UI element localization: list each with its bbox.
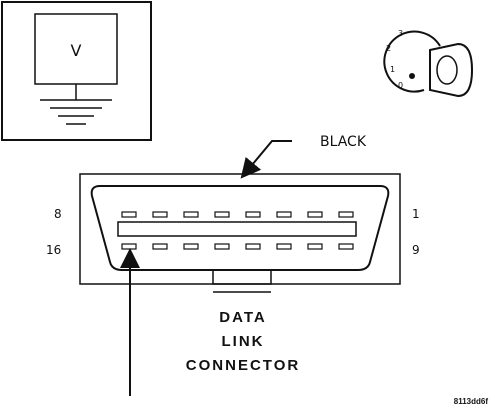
ignition-position-0: 0 <box>398 81 403 90</box>
pin-slot <box>338 243 354 250</box>
pin-slot <box>307 243 323 250</box>
pin-slot <box>214 211 230 218</box>
pin-slot <box>276 211 292 218</box>
pin-slot <box>183 243 199 250</box>
pin-label-1: 1 <box>412 207 420 221</box>
ignition-key-icon <box>429 42 474 98</box>
figure-code: 8113dd6f <box>454 397 489 406</box>
ground-icon <box>40 84 112 125</box>
ignition-position-2: 2 <box>386 44 391 53</box>
pin-label-16: 16 <box>46 243 61 257</box>
pin-slot <box>338 211 354 218</box>
pin-slot <box>152 243 168 250</box>
ignition-position-1: 1 <box>390 65 395 74</box>
ignition-switch: 3 2 1 0 <box>383 29 474 98</box>
connector-pins <box>121 211 354 250</box>
color-leader: BLACK <box>240 134 367 179</box>
connector-title-line-1: DATA <box>219 309 266 326</box>
voltmeter-symbol: V <box>71 41 82 60</box>
pin-label-9: 9 <box>412 243 420 257</box>
connector-title-line-2: LINK <box>222 333 265 350</box>
voltmeter-panel: V <box>1 1 152 141</box>
pin-slot <box>245 211 261 218</box>
pin-slot <box>121 211 137 218</box>
connector-color-label: BLACK <box>320 134 367 150</box>
pin-slot <box>121 243 137 250</box>
pin-slot <box>245 243 261 250</box>
connector-body <box>79 173 401 293</box>
ignition-position-3: 3 <box>398 29 403 38</box>
pin-slot <box>214 243 230 250</box>
pin-slot <box>276 243 292 250</box>
pin-slot <box>183 211 199 218</box>
pin-slot <box>152 211 168 218</box>
pin-slot <box>307 211 323 218</box>
connector-title-line-3: CONNECTOR <box>186 357 300 374</box>
pin-label-8: 8 <box>54 207 62 221</box>
